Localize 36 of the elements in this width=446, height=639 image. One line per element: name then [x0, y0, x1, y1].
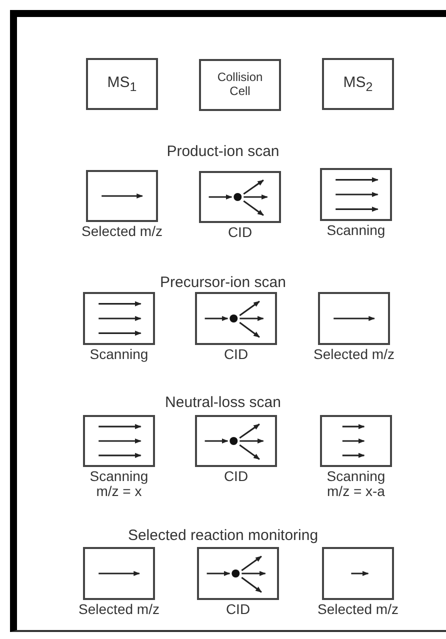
node-label: CID	[224, 347, 248, 362]
scan-mode-box	[199, 171, 281, 223]
node-label: CID	[224, 469, 248, 484]
component-box	[322, 58, 394, 110]
component-box	[199, 59, 281, 111]
component-label: MS$_{1}$	[107, 74, 137, 94]
node-label: Scanning	[326, 223, 386, 238]
node-label: m/z = x	[96, 484, 142, 500]
scan-mode-box	[197, 547, 279, 600]
node-label: Selected m/z	[82, 224, 162, 240]
scan-mode-box	[195, 415, 277, 467]
node-label: Scanning	[326, 469, 386, 484]
scan-mode-box	[83, 292, 155, 345]
component-box	[86, 58, 158, 110]
section-heading: Precursor-ion scan	[160, 274, 286, 291]
node-label: CID	[228, 225, 252, 240]
scan-mode-box	[83, 547, 155, 600]
section-heading: Product-ion scan	[166, 143, 280, 160]
scan-mode-box	[318, 292, 390, 345]
section-heading: Selected reaction monitoring	[128, 527, 318, 544]
scan-mode-box	[320, 168, 392, 221]
scan-mode-box	[322, 547, 394, 600]
node-label: m/z = x-a	[327, 484, 385, 500]
component-label: MS$_{2}$	[343, 74, 373, 94]
node-label: Scanning	[90, 347, 148, 362]
component-label: Collision Cell	[216, 71, 264, 99]
node-label: Scanning	[90, 469, 148, 484]
node-label: Selected m/z	[78, 602, 160, 618]
node-label: Selected m/z	[318, 602, 398, 618]
scan-mode-box	[320, 415, 392, 467]
node-label: CID	[226, 602, 250, 618]
section-heading: Neutral-loss scan	[165, 394, 281, 411]
scan-mode-box	[86, 170, 158, 222]
node-label: Selected m/z	[314, 347, 394, 362]
scan-mode-box	[195, 292, 277, 345]
scan-mode-box	[83, 415, 155, 467]
